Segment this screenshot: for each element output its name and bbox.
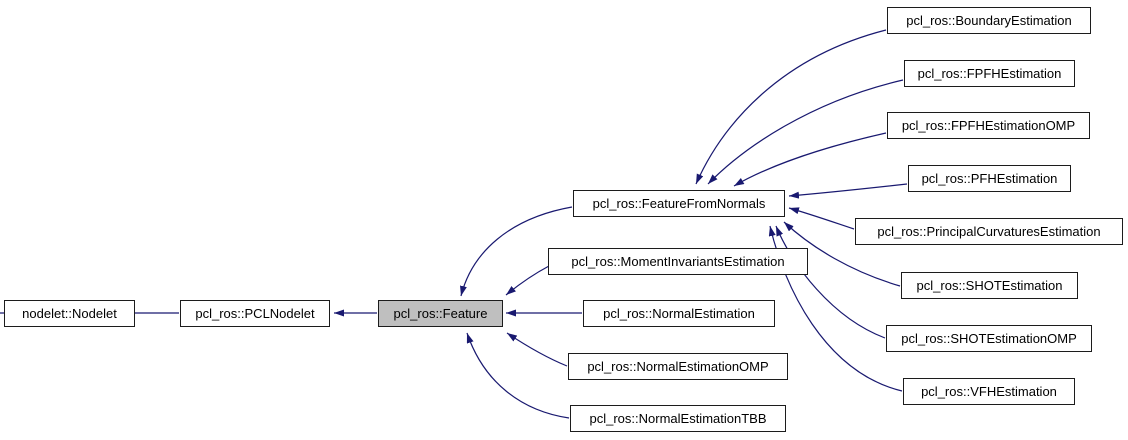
node-pcl-ros-featurefromnormals[interactable]: pcl_ros::FeatureFromNormals bbox=[573, 190, 785, 217]
node-pcl-ros-pclnodelet[interactable]: pcl_ros::PCLNodelet bbox=[180, 300, 330, 327]
edge-featurefromnormals-to-feature bbox=[460, 206, 573, 297]
edge-normalestimationtbb-to-feature bbox=[466, 332, 570, 419]
node-pcl-ros-vfhestimation[interactable]: pcl_ros::VFHEstimation bbox=[903, 378, 1075, 405]
node-pcl-ros-normalestimationomp[interactable]: pcl_ros::NormalEstimationOMP bbox=[568, 353, 788, 380]
node-pcl-ros-normalestimation[interactable]: pcl_ros::NormalEstimation bbox=[583, 300, 775, 327]
node-nodelet-nodelet[interactable]: nodelet::Nodelet bbox=[4, 300, 135, 327]
node-pcl-ros-fpfhestimationomp[interactable]: pcl_ros::FPFHEstimationOMP bbox=[887, 112, 1090, 139]
node-pcl-ros-pfhestimation[interactable]: pcl_ros::PFHEstimation bbox=[908, 165, 1071, 192]
node-pcl-ros-boundaryestimation[interactable]: pcl_ros::BoundaryEstimation bbox=[887, 7, 1091, 34]
edge-principalcurvatures-to-featurefromnormals bbox=[788, 207, 855, 230]
node-pcl-ros-shotestimation[interactable]: pcl_ros::SHOTEstimation bbox=[901, 272, 1078, 299]
edge-pfhestimation-to-featurefromnormals bbox=[788, 183, 908, 199]
node-pcl-ros-feature[interactable]: pcl_ros::Feature bbox=[378, 300, 503, 327]
edge-shotestimation-to-featurefromnormals bbox=[783, 221, 901, 287]
edge-fpfhestimationomp-to-featurefromnormals bbox=[733, 132, 887, 187]
node-pcl-ros-shotestimationomp[interactable]: pcl_ros::SHOTEstimationOMP bbox=[886, 325, 1092, 352]
edge-boundaryestimation-to-featurefromnormals bbox=[695, 29, 887, 185]
edge-shotestimationomp-to-featurefromnormals bbox=[775, 225, 886, 339]
node-pcl-ros-momentinvariantsestimation[interactable]: pcl_ros::MomentInvariantsEstimation bbox=[548, 248, 808, 275]
edge-fpfhestimation-to-featurefromnormals bbox=[707, 79, 904, 185]
node-pcl-ros-principalcurvaturesestimation[interactable]: pcl_ros::PrincipalCurvaturesEstimation bbox=[855, 218, 1123, 245]
edge-momentinvariants-to-feature bbox=[505, 265, 550, 296]
edge-normalestimationomp-to-feature bbox=[506, 332, 568, 367]
node-pcl-ros-normalestimationtbb[interactable]: pcl_ros::NormalEstimationTBB bbox=[570, 405, 786, 432]
node-pcl-ros-fpfhestimation[interactable]: pcl_ros::FPFHEstimation bbox=[904, 60, 1075, 87]
